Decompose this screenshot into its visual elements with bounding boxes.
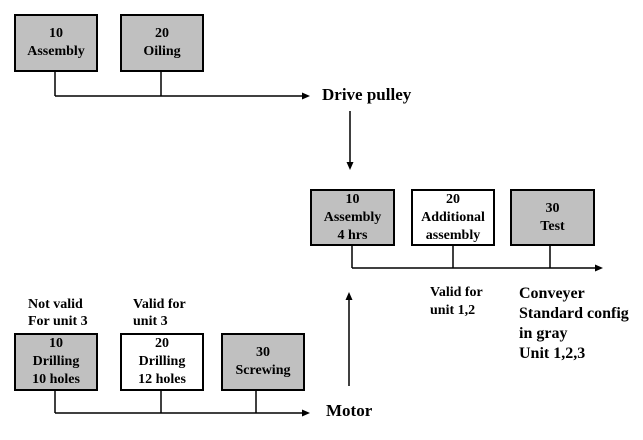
drive-pulley-label: Drive pulley xyxy=(322,85,412,104)
note-not-valid-unit-3: Not valid For unit 3 xyxy=(28,297,88,329)
conveyer-legend: Conveyer Standard config in gray Unit 1,… xyxy=(519,285,629,362)
op-name: Drilling xyxy=(32,354,80,369)
conveyer-output-connector xyxy=(351,246,603,272)
note-valid-unit-3: Valid for unit 3 xyxy=(133,297,186,329)
op-name: Test xyxy=(540,218,565,234)
drive-pulley-to-conveyer-arrow xyxy=(346,111,354,170)
arrow-right-icon xyxy=(302,92,310,100)
op-number: 20 xyxy=(155,26,169,41)
op-number: 20 xyxy=(155,336,169,351)
process-box-additional-assembly-20: 20 Additional assembly xyxy=(411,189,495,246)
op-detail: 12 holes xyxy=(138,372,186,387)
op-number: 10 xyxy=(49,26,63,41)
motor-label: Motor xyxy=(326,401,373,420)
op-name: Assembly xyxy=(323,209,382,225)
process-box-screwing-30: 30 Screwing xyxy=(221,333,305,391)
op-detail: assembly xyxy=(425,227,481,243)
process-box-assembly-4hrs-10: 10 Assembly 4 hrs xyxy=(310,189,395,246)
arrow-down-icon xyxy=(346,162,354,170)
arrow-up-icon xyxy=(345,292,353,300)
motor-input-connector xyxy=(54,391,310,417)
op-number: 30 xyxy=(545,200,560,216)
op-number: 20 xyxy=(446,191,460,207)
op-detail: 4 hrs xyxy=(337,227,368,243)
op-number: 30 xyxy=(256,345,270,360)
op-name: Additional xyxy=(421,209,485,225)
op-name: Screwing xyxy=(235,363,291,378)
motor-to-conveyer-arrow xyxy=(345,292,353,386)
arrow-right-icon xyxy=(302,409,310,417)
note-valid-unit-1-2: Valid for unit 1,2 xyxy=(430,285,483,318)
arrow-right-icon xyxy=(595,264,603,272)
op-name: Oiling xyxy=(143,44,181,59)
drive-pulley-input-connector xyxy=(54,72,310,100)
process-box-assembly-10: 10 Assembly xyxy=(14,14,98,72)
op-detail: 10 holes xyxy=(32,372,80,387)
process-box-test-30: 30 Test xyxy=(510,189,595,246)
op-number: 10 xyxy=(49,336,63,351)
op-number: 10 xyxy=(345,191,360,207)
op-name: Drilling xyxy=(138,354,186,369)
op-name: Assembly xyxy=(27,44,85,59)
process-box-drilling-10-holes-10: 10 Drilling 10 holes xyxy=(14,333,98,391)
process-box-drilling-12-holes-20: 20 Drilling 12 holes xyxy=(120,333,204,391)
process-box-oiling-20: 20 Oiling xyxy=(120,14,204,72)
